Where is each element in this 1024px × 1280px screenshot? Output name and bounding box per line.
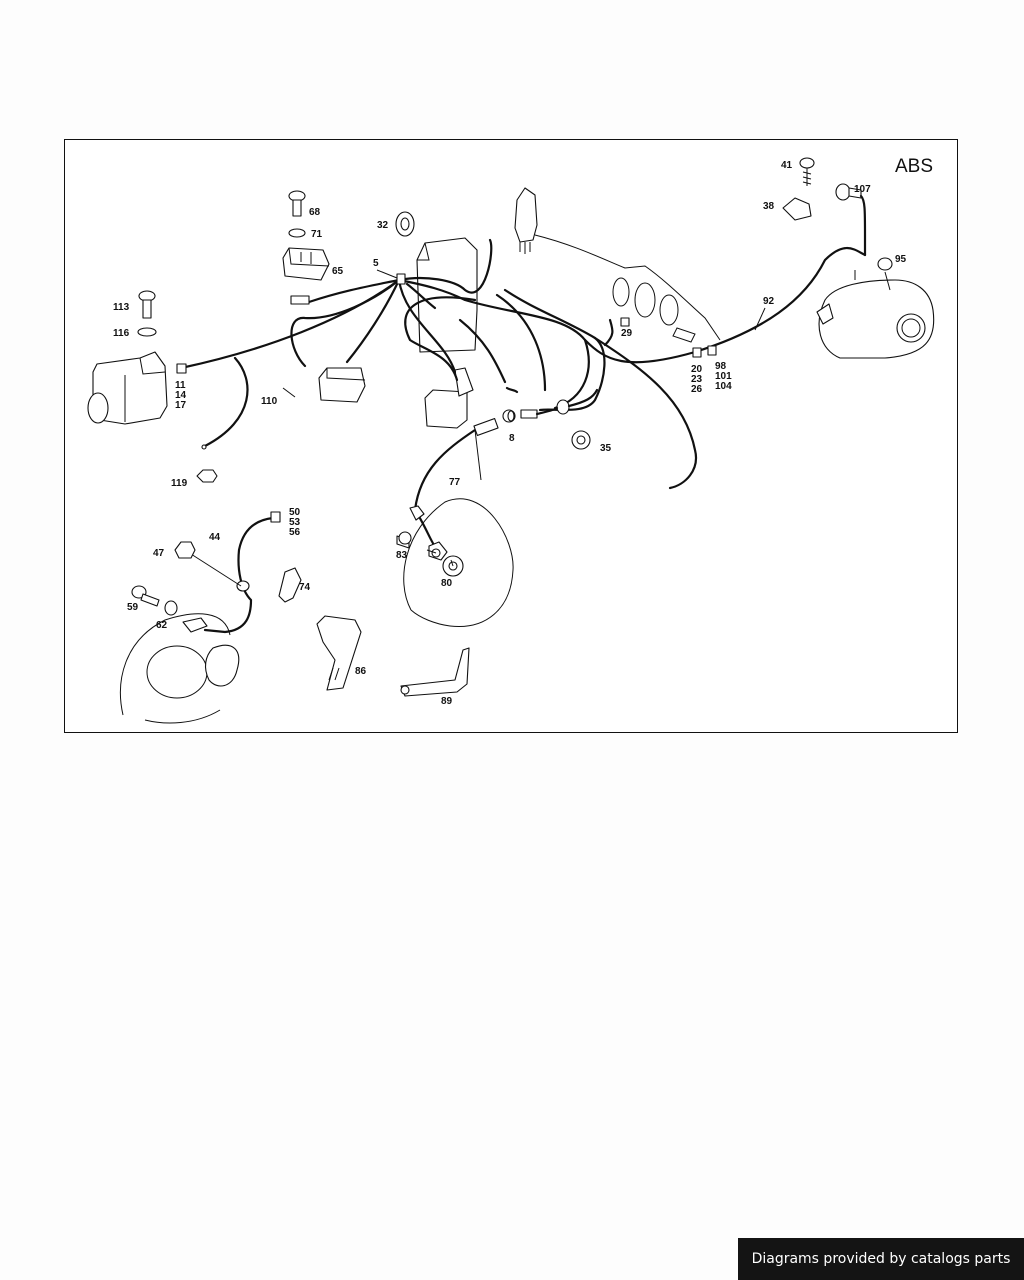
grommet-35 [571,430,591,450]
washer-71 [288,228,306,238]
wire-110 [203,356,249,448]
control-module-housing [416,237,478,353]
callout-44: 44 [209,532,221,543]
bracket-74 [278,567,302,603]
harness-connector-5 [396,273,406,285]
nut-119 [196,469,218,483]
callout-17: 17 [175,400,187,411]
callout-83: 83 [396,550,408,561]
callout-104: 104 [715,381,732,392]
washer-95 [877,257,893,271]
wire-110-end [201,444,207,450]
callout-62: 62 [156,620,168,631]
callout-23: 23 [691,374,703,385]
sensor-lead-107 [859,194,867,257]
callout-59: 59 [127,602,139,613]
callout-74: 74 [299,582,311,593]
bolt-107 [835,183,862,201]
relay-connector [514,187,538,254]
rear-brake-disc [120,613,240,724]
grommet-32 [395,211,415,237]
callout-71: 71 [311,229,323,240]
callout-89: 89 [441,696,453,707]
bracket-86 [316,615,362,691]
leader-lines [282,269,766,567]
callout-77: 77 [449,477,461,488]
transmission-housing [816,270,935,359]
callout-110: 110 [261,396,278,407]
front-brake-disc [396,498,514,627]
connector-98 [707,345,717,356]
callout-41: 41 [781,160,793,171]
callout-65: 65 [332,266,344,277]
clip-38 [782,197,812,221]
callout-92: 92 [763,296,775,307]
callout-80: 80 [441,578,453,589]
callout-20: 20 [691,364,703,375]
connector-20 [692,347,702,358]
bolt-59 [131,585,160,607]
callout-101: 101 [715,371,732,382]
footer-credit-banner: Diagrams provided by catalogs parts [738,1238,1024,1280]
washer-62 [164,600,178,616]
screw-41 [799,157,815,186]
connector-29 [620,317,630,327]
callout-14: 14 [175,390,187,401]
parts-diagram-frame: ABS [64,139,958,733]
callout-38: 38 [763,201,775,212]
seal-8 [507,410,515,422]
diagram-title: ABS [895,156,933,177]
bracket-89 [400,647,470,697]
callout-11: 11 [175,380,186,391]
washer-116 [137,327,157,337]
callout-32: 32 [377,220,389,231]
dashboard-outline [534,234,721,343]
callout-107: 107 [854,184,871,195]
bolt-113 [138,290,156,319]
callout-29: 29 [621,328,633,339]
connector-block-lower [318,367,366,403]
callout-35: 35 [600,443,612,454]
callout-50: 50 [289,507,301,518]
screw-68 [288,190,306,217]
callout-98: 98 [715,361,727,372]
callout-26: 26 [691,384,703,395]
callout-53: 53 [289,517,301,528]
callout-113: 113 [113,302,130,313]
abs-wiring-diagram: ABS [87,156,935,724]
callout-95: 95 [895,254,907,265]
callout-68: 68 [309,207,321,218]
callout-56: 56 [289,527,301,538]
connector-housing-65 [282,247,330,281]
callout-labels: 5 8 29 32 35 38 41 44 47 59 62 65 68 71 … [113,160,907,707]
rear-speed-sensor-cable [190,511,281,634]
fuse-block [424,367,474,429]
callout-86: 86 [355,666,367,677]
hydraulic-unit [87,351,168,425]
harness-plug-left [290,295,310,305]
callout-8: 8 [509,433,515,444]
connector-11 [176,363,187,374]
callout-5: 5 [373,258,379,269]
callout-119: 119 [171,478,188,489]
callout-47: 47 [153,548,165,559]
main-wiring-harness [179,238,867,490]
grommet-47 [174,541,196,559]
callout-116: 116 [113,328,130,339]
